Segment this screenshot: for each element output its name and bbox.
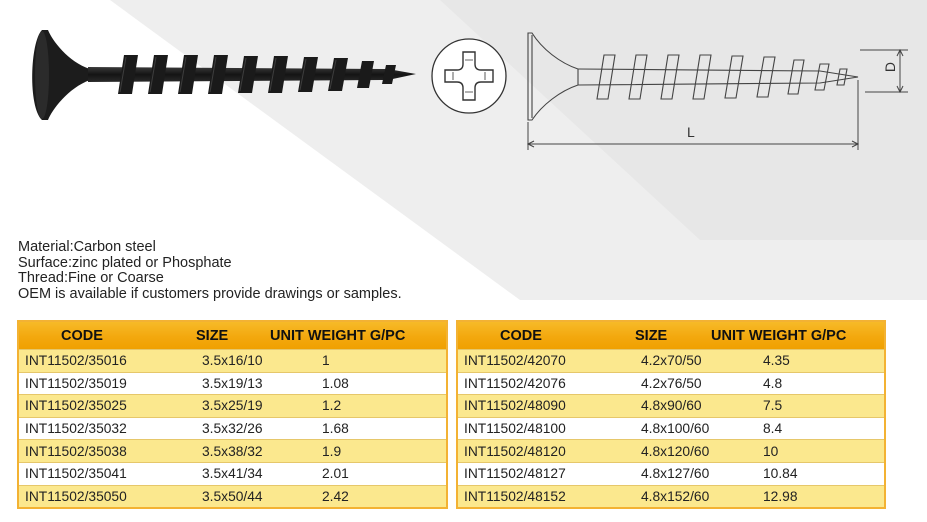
screw-technical-drawing xyxy=(526,32,908,150)
cell-size: 4.2x70/50 xyxy=(617,349,711,373)
cell-code: INT11502/35050 xyxy=(18,484,178,509)
cell-code: INT11502/42076 xyxy=(457,371,617,395)
cell-weight: 1 xyxy=(270,349,447,373)
cell-size: 3.5x32/26 xyxy=(178,416,270,440)
spec-material: Material:Carbon steel xyxy=(18,239,156,255)
cell-weight: 4.35 xyxy=(711,349,885,373)
cell-size: 3.5x16/10 xyxy=(178,349,270,373)
cell-size: 4.8x100/60 xyxy=(617,416,711,440)
header-weight: UNIT WEIGHT G/PC xyxy=(711,321,885,350)
spec-oem: OEM is available if customers provide dr… xyxy=(18,285,402,302)
table-header-row: CODE SIZE UNIT WEIGHT G/PC xyxy=(18,321,447,350)
cell-code: INT11502/35038 xyxy=(18,439,178,463)
cell-code: INT11502/35032 xyxy=(18,416,178,440)
cell-code: INT11502/48127 xyxy=(457,461,617,486)
dimension-d-label: D xyxy=(882,61,899,73)
cell-code: INT11502/48100 xyxy=(457,416,617,440)
dimension-l-label: L xyxy=(687,124,695,140)
cell-size: 3.5x25/19 xyxy=(178,394,270,418)
specification-block: Material:Carbon steel Surface:zinc plate… xyxy=(18,239,402,302)
cell-code: INT11502/48090 xyxy=(457,394,617,418)
cell-weight: 1.08 xyxy=(270,371,447,395)
cell-weight: 2.01 xyxy=(270,461,447,486)
phillips-head-drawing xyxy=(431,38,507,114)
cell-weight: 7.5 xyxy=(711,394,885,418)
cell-size: 4.8x152/60 xyxy=(617,484,711,509)
cell-size: 3.5x38/32 xyxy=(178,439,270,463)
cell-code: INT11502/48120 xyxy=(457,439,617,463)
cell-weight: 10 xyxy=(711,439,885,463)
cell-size: 4.8x120/60 xyxy=(617,439,711,463)
spec-surface: Surface:zinc plated or Phosphate xyxy=(18,254,232,271)
cell-weight: 10.84 xyxy=(711,461,885,486)
cell-size: 4.2x76/50 xyxy=(617,371,711,395)
cell-code: INT11502/35041 xyxy=(18,461,178,486)
cell-weight: 8.4 xyxy=(711,416,885,440)
cell-code: INT11502/35019 xyxy=(18,371,178,395)
cell-code: INT11502/35016 xyxy=(18,349,178,373)
header-code: CODE xyxy=(457,321,617,350)
table-header-row: CODE SIZE UNIT WEIGHT G/PC xyxy=(457,321,885,350)
product-table-left: CODE SIZE UNIT WEIGHT G/PC INT11502/3501… xyxy=(17,320,448,510)
cell-size: 4.8x127/60 xyxy=(617,461,711,486)
cell-weight: 1.68 xyxy=(270,416,447,440)
product-table-right: CODE SIZE UNIT WEIGHT G/PC INT11502/4207… xyxy=(456,320,886,510)
header-code: CODE xyxy=(18,321,178,350)
header-size: SIZE xyxy=(617,321,711,350)
cell-size: 4.8x90/60 xyxy=(617,394,711,418)
cell-size: 3.5x19/13 xyxy=(178,371,270,395)
cell-code: INT11502/48152 xyxy=(457,484,617,509)
cell-weight: 2.42 xyxy=(270,484,447,509)
cell-weight: 12.98 xyxy=(711,484,885,509)
cell-code: INT11502/42070 xyxy=(457,349,617,373)
header-weight: UNIT WEIGHT G/PC xyxy=(270,321,447,350)
header-size: SIZE xyxy=(178,321,270,350)
cell-size: 3.5x50/44 xyxy=(178,484,270,509)
spec-thread: Thread:Fine or Coarse xyxy=(18,270,164,287)
screw-photo xyxy=(32,30,416,120)
cell-size: 3.5x41/34 xyxy=(178,461,270,486)
cell-weight: 1.2 xyxy=(270,394,447,418)
cell-weight: 4.8 xyxy=(711,371,885,395)
cell-weight: 1.9 xyxy=(270,439,447,463)
cell-code: INT11502/35025 xyxy=(18,394,178,418)
